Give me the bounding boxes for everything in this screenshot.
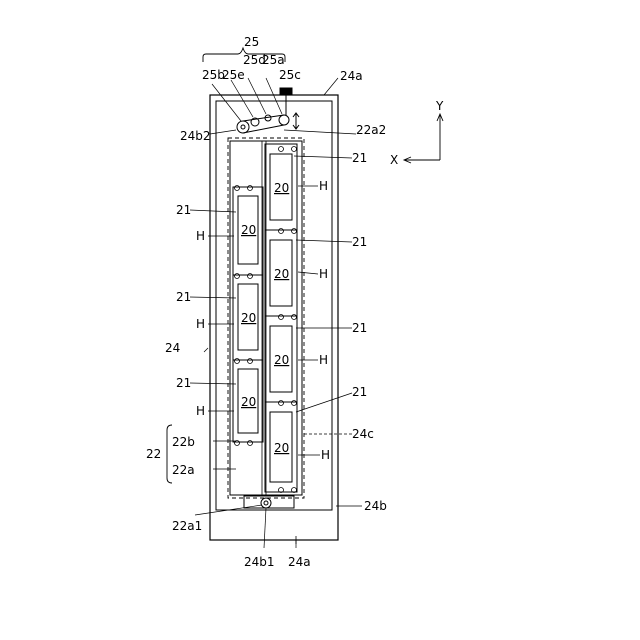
label-21-right-c: 21 — [352, 321, 367, 335]
axis-x-label: X — [390, 153, 398, 167]
substrate-label: 20 — [274, 353, 289, 367]
label-24b2: 24b2 — [180, 129, 211, 143]
label-H-left-c: H — [196, 404, 205, 418]
label-22a2: 22a2 — [356, 123, 386, 137]
pivot-25b — [237, 121, 249, 133]
label-25c: 25c — [279, 68, 301, 82]
label-24a-bottom: 24a — [288, 555, 311, 569]
label-21-left-b: 21 — [176, 290, 191, 304]
label-21-right-d: 21 — [352, 385, 367, 399]
axis-y-label: Y — [435, 99, 444, 113]
label-H-right-a: H — [319, 179, 328, 193]
label-22: 22 — [146, 447, 161, 461]
label-25: 25 — [244, 35, 259, 49]
label-H-left-a: H — [196, 229, 205, 243]
axes — [404, 114, 443, 163]
substrate-label: 20 — [241, 223, 256, 237]
label-22b: 22b — [172, 435, 195, 449]
substrate-label: 20 — [241, 311, 256, 325]
label-21-right-b: 21 — [352, 235, 367, 249]
substrate-label: 20 — [274, 181, 289, 195]
label-H-right-c: H — [319, 353, 328, 367]
roller-25a — [279, 115, 289, 125]
knob-25c — [280, 88, 292, 94]
double-arrow — [293, 113, 299, 129]
label-25a: 25a — [262, 53, 285, 67]
label-H-right-d: H — [321, 448, 330, 462]
substrate-label: 20 — [274, 267, 289, 281]
label-22a1: 22a1 — [172, 519, 202, 533]
label-24: 24 — [165, 341, 180, 355]
substrate-label: 20 — [241, 395, 256, 409]
label-25e: 25e — [222, 68, 245, 82]
label-21-left-c: 21 — [176, 376, 191, 390]
right-holders — [265, 144, 297, 492]
label-21-left-a: 21 — [176, 203, 191, 217]
label-24c: 24c — [352, 427, 374, 441]
label-24b1: 24b1 — [244, 555, 275, 569]
label-22a: 22a — [172, 463, 195, 477]
label-H-left-b: H — [196, 317, 205, 331]
label-24a-top: 24a — [340, 69, 363, 83]
label-21-right-a: 21 — [352, 151, 367, 165]
label-H-right-b: H — [319, 267, 328, 281]
outer-frame-24 — [210, 95, 338, 540]
substrate-label: 20 — [274, 441, 289, 455]
label-24b: 24b — [364, 499, 387, 513]
